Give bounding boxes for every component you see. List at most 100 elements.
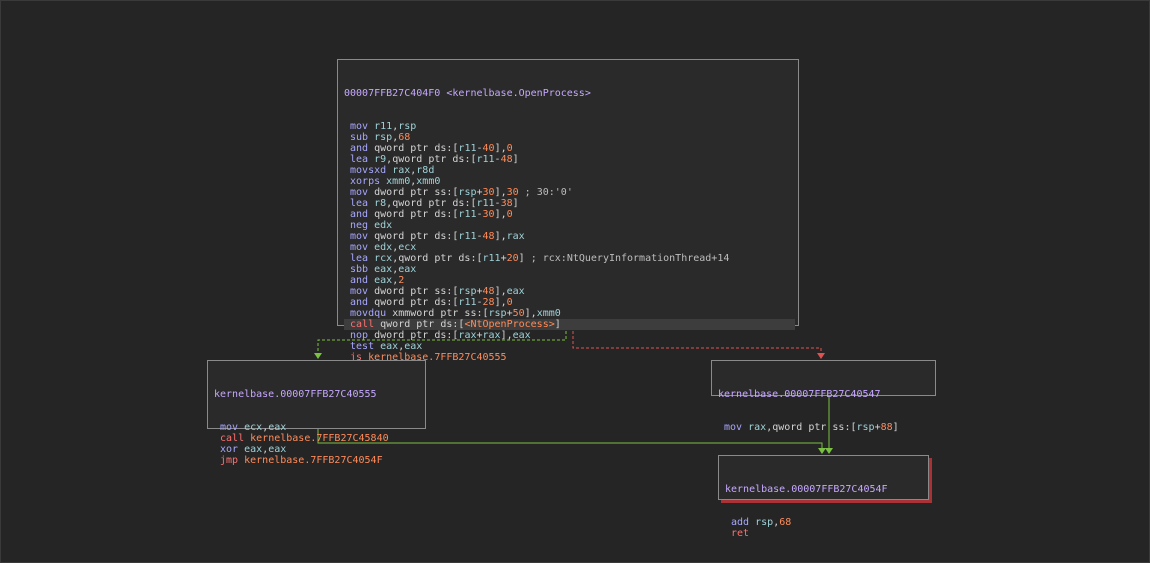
instruction-line[interactable]: nop dword ptr ds:[rax+rax],eax (344, 330, 798, 341)
register: r11 (476, 154, 495, 165)
operand-text: , (392, 132, 399, 143)
register: eax (268, 422, 287, 433)
instruction-line[interactable]: xor eax,eax (214, 444, 425, 455)
register: rsp (488, 308, 507, 319)
instruction-line[interactable]: call kernelbase.7FFB27C45840 (214, 433, 425, 444)
mnemonic: and (344, 275, 369, 286)
selected-instruction[interactable]: call qword ptr ds:[<NtOpenProcess>] (344, 319, 795, 330)
symbol[interactable]: kernelbase.7FFB27C4054F (244, 455, 383, 466)
instruction-line[interactable]: lea rcx,qword ptr ds:[r11+20] ; rcx:NtQu… (344, 253, 798, 264)
instruction-list: mov ecx,eax call kernelbase.7FFB27C45840… (214, 422, 425, 466)
register: xmm0 (536, 308, 561, 319)
block-label[interactable]: kernelbase.00007FFB27C4054F (725, 484, 888, 495)
instruction-line[interactable]: mov dword ptr ss:[rsp+48],eax (344, 286, 798, 297)
operand-text: ,qword ptr ds:[ (386, 198, 477, 209)
instruction-line[interactable]: mov dword ptr ss:[rsp+30],30 ; 30:'0' (344, 187, 798, 198)
register: r8d (416, 165, 435, 176)
instruction-line[interactable]: lea r9,qword ptr ds:[r11-48] (344, 154, 798, 165)
register: r11 (458, 297, 477, 308)
comment: ; rcx:NtQueryInformationThread+14 (524, 253, 730, 264)
immediate: 30 (506, 187, 519, 198)
basic-block-4054f[interactable]: kernelbase.00007FFB27C4054F add rsp,68 r… (718, 455, 929, 539)
instruction-line[interactable]: sbb eax,eax (344, 264, 798, 275)
register: rax (392, 165, 411, 176)
operand-text: + (506, 308, 513, 319)
register: eax (374, 275, 393, 286)
operand-text: , (410, 176, 417, 187)
instruction-line[interactable]: mov r11,rsp (344, 121, 798, 132)
basic-block-40547[interactable]: kernelbase.00007FFB27C40547 mov rax,qwor… (711, 360, 936, 433)
edge-arrowhead-exit-a (818, 448, 826, 454)
mnemonic: test (344, 341, 375, 352)
register: rax (748, 422, 767, 433)
operand-text: , (392, 242, 399, 253)
symbol[interactable]: kernelbase.7FFB27C40555 (368, 352, 507, 363)
register: rax (482, 330, 501, 341)
operand-text: ], (494, 143, 507, 154)
mnemonic: jmp (214, 455, 239, 466)
instruction-line[interactable]: add rsp,68 (725, 517, 928, 528)
mnemonic: sbb (344, 264, 369, 275)
operand-text: ] (512, 154, 519, 165)
instruction-line[interactable]: test eax,eax (344, 341, 798, 352)
instruction-line[interactable]: xorps xmm0,xmm0 (344, 176, 798, 187)
register: r9 (374, 154, 387, 165)
register: r11 (482, 253, 501, 264)
instruction-line[interactable]: mov qword ptr ds:[r11-48],rax (344, 231, 798, 242)
block-label[interactable]: <kernelbase.OpenProcess> (446, 88, 591, 99)
immediate: 48 (482, 286, 495, 297)
register: edx (374, 220, 393, 231)
basic-block-openprocess[interactable]: 00007FFB27C404F0 <kernelbase.OpenProcess… (337, 59, 799, 363)
operand-text: - (476, 231, 483, 242)
instruction-line[interactable]: neg edx (344, 220, 798, 231)
immediate: 0 (506, 143, 513, 154)
instruction-line[interactable]: lea r8,qword ptr ds:[r11-38] (344, 198, 798, 209)
register: eax (268, 444, 287, 455)
edge-main-to-left[interactable] (317, 326, 567, 355)
instruction-line[interactable]: and qword ptr ds:[r11-28],0 (344, 297, 798, 308)
block-label[interactable]: kernelbase.00007FFB27C40547 (718, 389, 881, 400)
mnemonic: lea (344, 253, 369, 264)
block-label[interactable]: kernelbase.00007FFB27C40555 (214, 389, 377, 400)
register: xmm0 (416, 176, 441, 187)
operand-text: , (773, 517, 780, 528)
edge-arrowhead-exit-b (825, 448, 833, 454)
instruction-line[interactable]: jmp kernelbase.7FFB27C4054F (214, 455, 425, 466)
instruction-line[interactable]: mov rax,qword ptr ss:[rsp+88] (718, 422, 935, 433)
instruction-list: mov r11,rsp sub rsp,68 and qword ptr ds:… (344, 121, 798, 363)
instruction-line[interactable]: ret (725, 528, 928, 539)
symbol[interactable]: kernelbase.7FFB27C45840 (250, 433, 389, 444)
mnemonic: mov (344, 242, 369, 253)
instruction-line[interactable]: movdqu xmmword ptr ss:[rsp+50],xmm0 (344, 308, 798, 319)
instruction-line[interactable]: mov edx,ecx (344, 242, 798, 253)
block-address[interactable]: 00007FFB27C404F0 (344, 88, 441, 99)
register: rsp (755, 517, 774, 528)
instruction-line[interactable]: movsxd rax,r8d (344, 165, 798, 176)
edge-left-to-exit[interactable] (317, 429, 823, 450)
mnemonic: and (344, 297, 369, 308)
operand-text: + (476, 330, 483, 341)
operand-text: , (392, 275, 399, 286)
instruction-line[interactable]: sub rsp,68 (344, 132, 798, 143)
immediate: 30 (482, 187, 495, 198)
register: eax (404, 341, 423, 352)
mnemonic: mov (344, 187, 369, 198)
instruction-line[interactable]: and qword ptr ds:[r11-30],0 (344, 209, 798, 220)
instruction-line[interactable]: and eax,2 (344, 275, 798, 286)
instruction-line[interactable]: mov ecx,eax (214, 422, 425, 433)
mnemonic: xorps (344, 176, 381, 187)
register: eax (506, 286, 525, 297)
operand-text: ] (512, 198, 519, 209)
immediate: 88 (880, 422, 893, 433)
register: r11 (458, 143, 477, 154)
operand-text: ] (892, 422, 899, 433)
instruction-line[interactable]: and qword ptr ds:[r11-40],0 (344, 143, 798, 154)
register: r11 (458, 209, 477, 220)
operand-text: dword ptr ss:[ (374, 187, 459, 198)
instruction-line[interactable]: js kernelbase.7FFB27C40555 (344, 352, 798, 363)
symbol[interactable]: <NtOpenProcess> (464, 319, 555, 330)
operand-text: , (392, 264, 399, 275)
basic-block-40555[interactable]: kernelbase.00007FFB27C40555 mov ecx,eax … (207, 360, 426, 466)
register: rax (458, 330, 477, 341)
edge-main-to-right[interactable] (572, 326, 822, 355)
